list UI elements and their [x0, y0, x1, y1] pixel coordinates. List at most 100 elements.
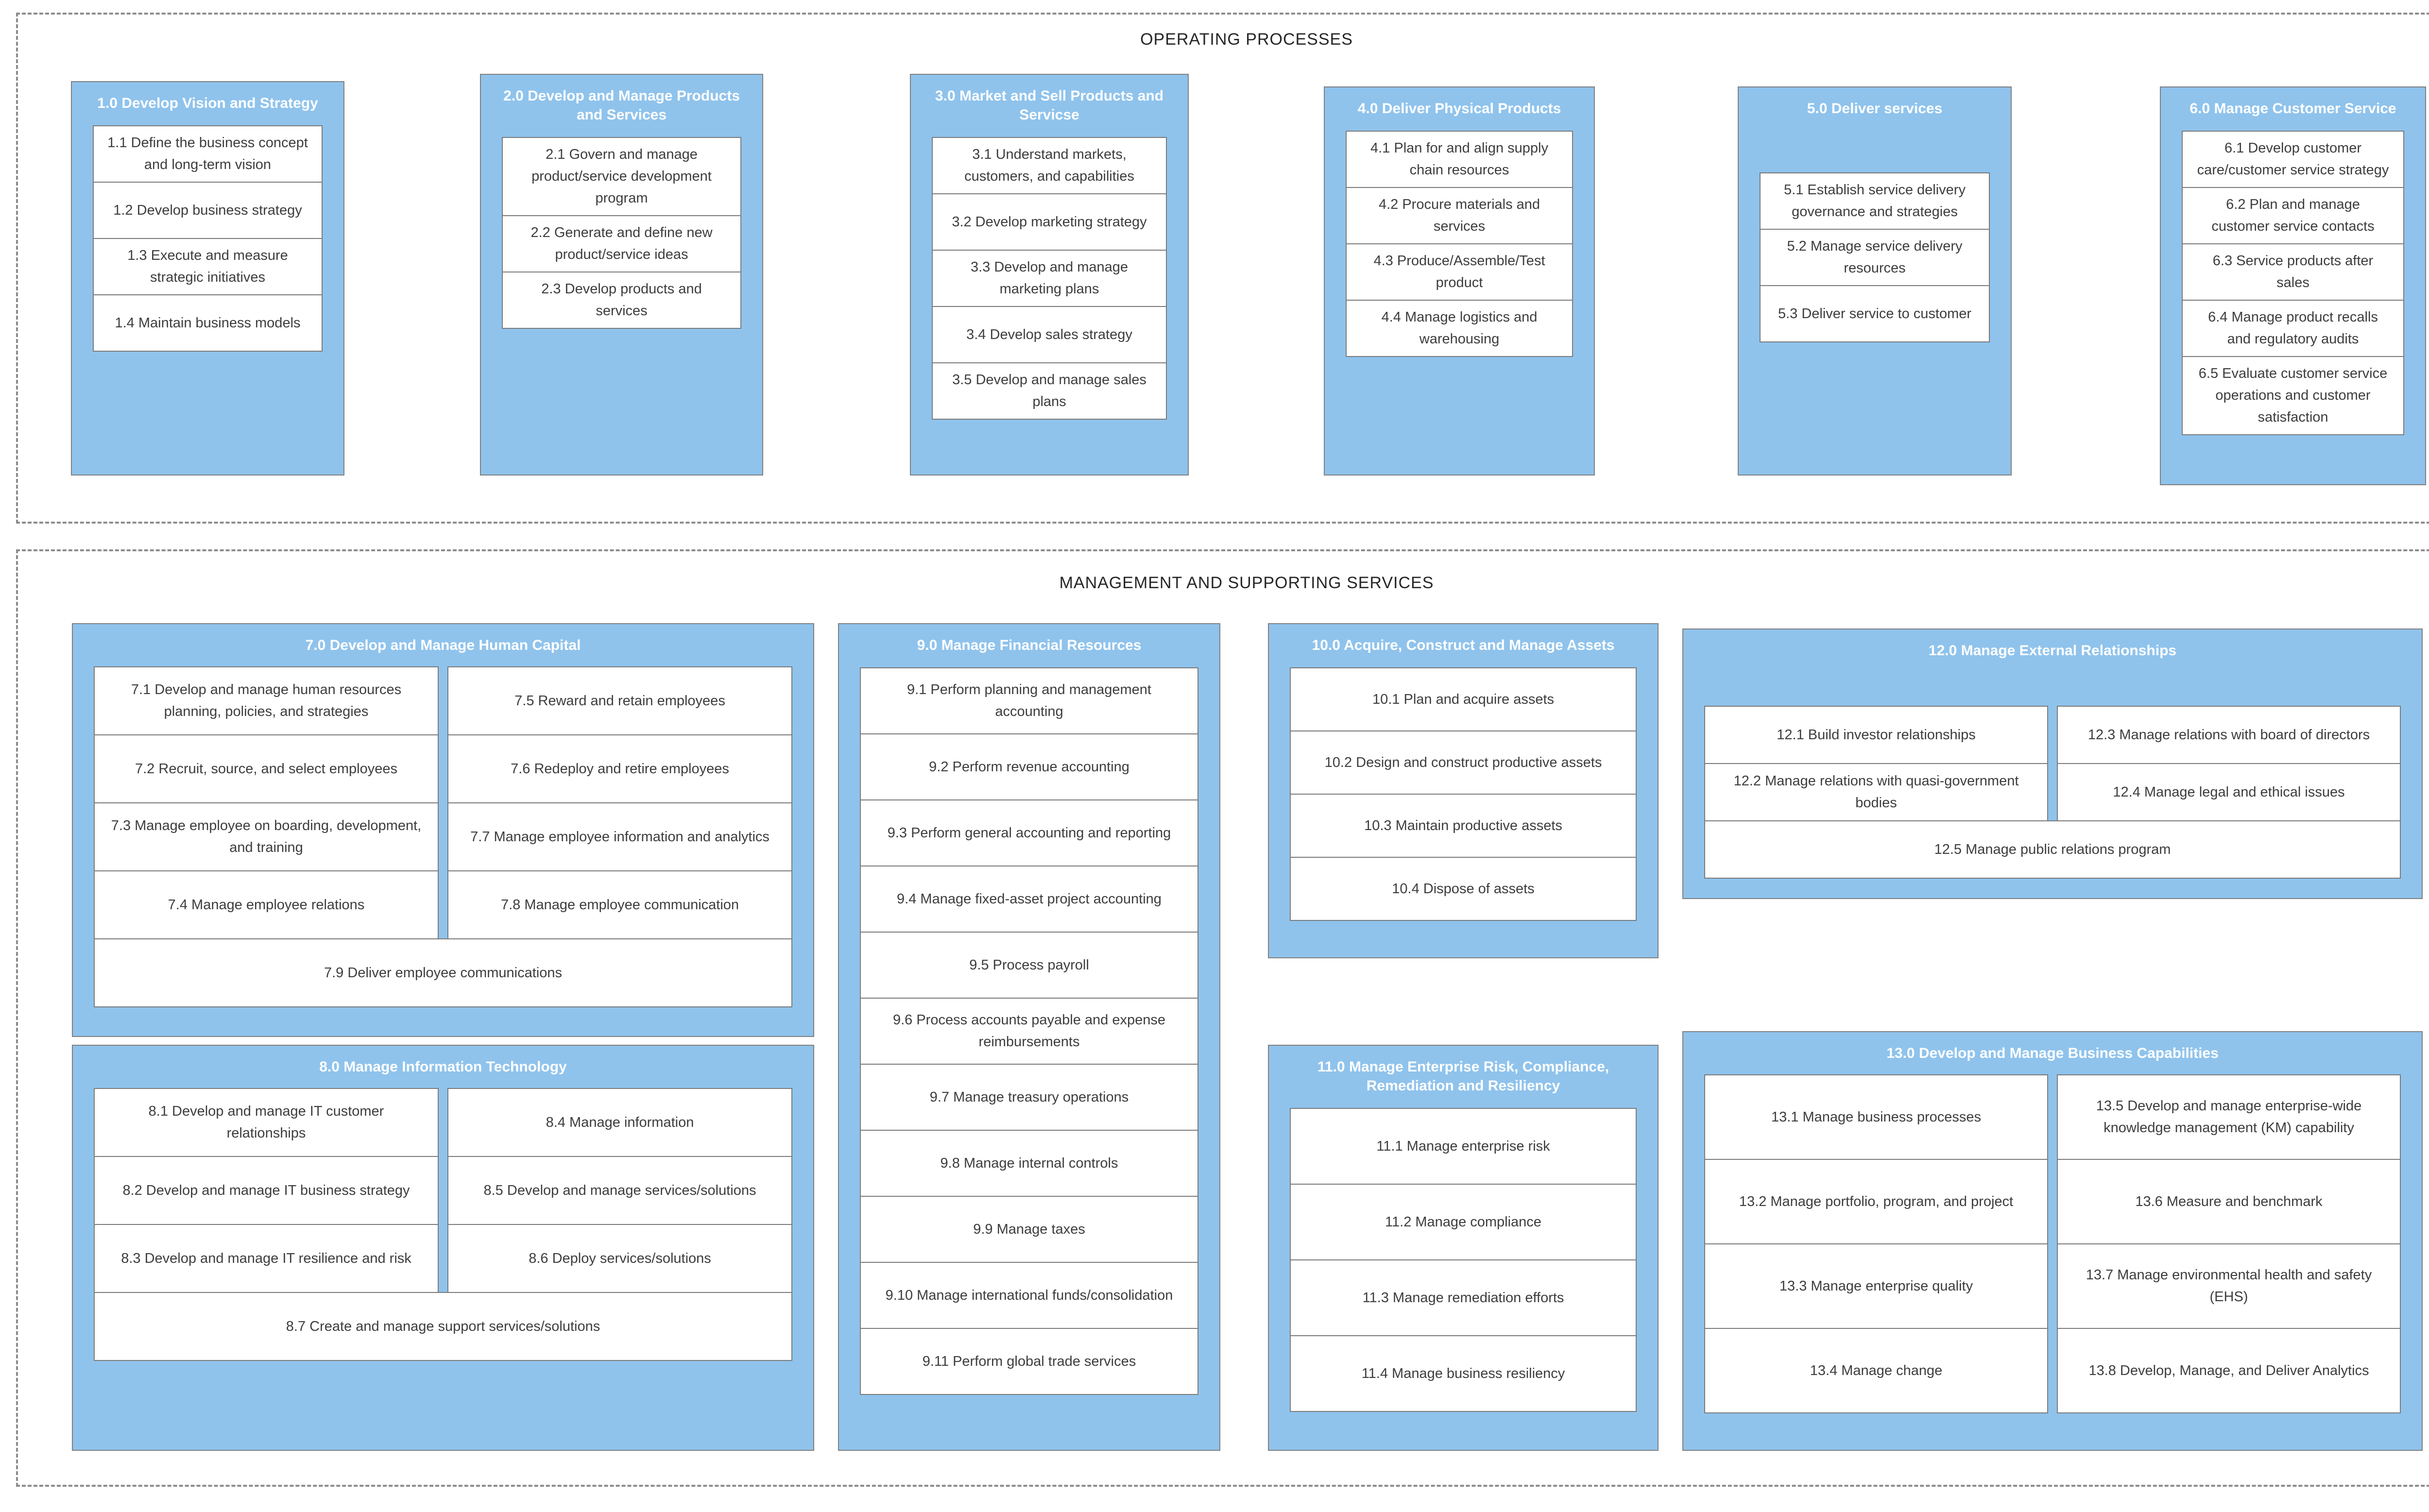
process-item: 7.2 Recruit, source, and select employee… — [94, 734, 439, 803]
process-item: 10.3 Maintain productive assets — [1290, 794, 1637, 858]
section-title: OPERATING PROCESSES — [1140, 30, 1353, 49]
process-item: 5.1 Establish service delivery governanc… — [1760, 172, 1990, 230]
process-box-title: 2.0 Develop and Manage Products and Serv… — [503, 88, 740, 123]
process-item-list: 10.1 Plan and acquire assets 10.2 Design… — [1290, 667, 1637, 921]
process-item-grid: 13.1 Manage business processes 13.5 Deve… — [1704, 1074, 2401, 1413]
process-item: 3.3 Develop and manage marketing plans — [932, 250, 1167, 307]
management-supporting-section: MANAGEMENT AND SUPPORTING SERVICES 7.0 D… — [16, 549, 2429, 1487]
process-box-title: 1.0 Develop Vision and Strategy — [97, 95, 318, 111]
process-item: 12.5 Manage public relations program — [1704, 820, 2401, 879]
process-item: 2.3 Develop products and services — [502, 271, 741, 329]
process-item: 8.6 Deploy services/solutions — [447, 1224, 792, 1293]
process-item: 4.3 Produce/Assemble/Test product — [1346, 243, 1573, 301]
process-item: 7.9 Deliver employee communications — [94, 938, 792, 1007]
process-item: 1.2 Develop business strategy — [93, 182, 323, 239]
process-item: 5.2 Manage service delivery resources — [1760, 229, 1990, 286]
process-item: 5.3 Deliver service to customer — [1760, 285, 1990, 342]
process-item-list: 3.1 Understand markets, customers, and c… — [932, 137, 1167, 420]
process-box-title: 11.0 Manage Enterprise Risk, Compliance,… — [1317, 1059, 1609, 1094]
process-item: 10.2 Design and construct productive ass… — [1290, 731, 1637, 795]
process-item: 12.3 Manage relations with board of dire… — [2057, 706, 2401, 764]
process-item: 8.7 Create and manage support services/s… — [94, 1292, 792, 1361]
process-box-title: 9.0 Manage Financial Resources — [917, 637, 1142, 653]
process-box-title: 6.0 Manage Customer Service — [2190, 101, 2396, 117]
process-item: 2.2 Generate and define new product/serv… — [502, 215, 741, 272]
process-item: 7.5 Reward and retain employees — [447, 666, 792, 735]
process-item: 12.4 Manage legal and ethical issues — [2057, 763, 2401, 821]
process-box-7-0: 7.0 Develop and Manage Human Capital 7.1… — [72, 623, 814, 1037]
process-box-title: 4.0 Deliver Physical Products — [1357, 101, 1561, 117]
process-box-title: 13.0 Develop and Manage Business Capabil… — [1886, 1045, 2219, 1061]
process-box-11-0: 11.0 Manage Enterprise Risk, Compliance,… — [1268, 1045, 1659, 1451]
process-item: 10.4 Dispose of assets — [1290, 857, 1637, 921]
process-item: 11.1 Manage enterprise risk — [1290, 1108, 1637, 1185]
process-item: 4.4 Manage logistics and warehousing — [1346, 300, 1573, 357]
process-item: 9.2 Perform revenue accounting — [860, 733, 1198, 800]
process-item-grid: 12.1 Build investor relationships 12.3 M… — [1704, 706, 2401, 879]
process-item: 9.7 Manage treasury operations — [860, 1064, 1198, 1131]
process-item: 1.4 Maintain business models — [93, 294, 323, 352]
process-box-6-0: 6.0 Manage Customer Service 6.1 Develop … — [2160, 86, 2426, 485]
process-item: 13.5 Develop and manage enterprise-wide … — [2057, 1074, 2401, 1160]
process-item: 1.1 Define the business concept and long… — [93, 125, 323, 183]
process-item-grid: 8.1 Develop and manage IT customer relat… — [94, 1088, 792, 1361]
process-box-title: 8.0 Manage Information Technology — [319, 1059, 567, 1075]
process-item: 9.9 Manage taxes — [860, 1196, 1198, 1263]
process-item: 8.2 Develop and manage IT business strat… — [94, 1156, 439, 1225]
section-title: MANAGEMENT AND SUPPORTING SERVICES — [1059, 574, 1434, 592]
process-item: 3.1 Understand markets, customers, and c… — [932, 137, 1167, 194]
process-item: 8.4 Manage information — [447, 1088, 792, 1157]
process-item: 11.2 Manage compliance — [1290, 1184, 1637, 1260]
process-item: 13.2 Manage portfolio, program, and proj… — [1704, 1159, 2048, 1244]
process-item: 13.1 Manage business processes — [1704, 1074, 2048, 1160]
process-item: 13.4 Manage change — [1704, 1328, 2048, 1413]
process-item: 7.3 Manage employee on boarding, develop… — [94, 802, 439, 871]
process-item: 9.6 Process accounts payable and expense… — [860, 998, 1198, 1065]
process-box-title: 5.0 Deliver services — [1807, 101, 1943, 117]
process-item: 7.4 Manage employee relations — [94, 870, 439, 939]
process-box-title: 7.0 Develop and Manage Human Capital — [305, 637, 581, 653]
process-item: 7.7 Manage employee information and anal… — [447, 802, 792, 871]
process-item: 9.1 Perform planning and management acco… — [860, 667, 1198, 734]
process-box-title: 10.0 Acquire, Construct and Manage Asset… — [1312, 637, 1615, 653]
process-item-list: 2.1 Govern and manage product/service de… — [502, 137, 741, 329]
process-item: 13.7 Manage environmental health and saf… — [2057, 1243, 2401, 1329]
process-box-1-0: 1.0 Develop Vision and Strategy 1.1 Defi… — [71, 81, 344, 476]
process-item: 13.3 Manage enterprise quality — [1704, 1243, 2048, 1329]
process-box-12-0: 12.0 Manage External Relationships 12.1 … — [1682, 629, 2423, 899]
process-item: 6.2 Plan and manage customer service con… — [2182, 187, 2404, 244]
process-item-list: 11.1 Manage enterprise risk 11.2 Manage … — [1290, 1108, 1637, 1412]
process-item: 9.11 Perform global trade services — [860, 1328, 1198, 1395]
process-item-list: 5.1 Establish service delivery governanc… — [1760, 172, 1990, 342]
process-box-title: 12.0 Manage External Relationships — [1928, 643, 2177, 659]
process-box-title: 3.0 Market and Sell Products and Servics… — [935, 88, 1164, 123]
process-item: 9.10 Manage international funds/consolid… — [860, 1262, 1198, 1329]
process-item: 13.6 Measure and benchmark — [2057, 1159, 2401, 1244]
process-item: 6.1 Develop customer care/customer servi… — [2182, 131, 2404, 188]
process-item: 6.4 Manage product recalls and regulator… — [2182, 300, 2404, 357]
process-item: 6.5 Evaluate customer service operations… — [2182, 356, 2404, 435]
process-box-3-0: 3.0 Market and Sell Products and Servics… — [910, 74, 1189, 476]
process-item: 7.1 Develop and manage human resources p… — [94, 666, 439, 735]
process-item-list: 4.1 Plan for and align supply chain reso… — [1346, 131, 1573, 357]
process-item-list: 6.1 Develop customer care/customer servi… — [2182, 131, 2404, 435]
process-item: 9.3 Perform general accounting and repor… — [860, 799, 1198, 866]
process-item: 4.2 Procure materials and services — [1346, 187, 1573, 244]
process-item: 11.3 Manage remediation efforts — [1290, 1259, 1637, 1336]
process-box-4-0: 4.0 Deliver Physical Products 4.1 Plan f… — [1324, 86, 1595, 476]
process-item: 2.1 Govern and manage product/service de… — [502, 137, 741, 216]
process-item: 9.5 Process payroll — [860, 932, 1198, 999]
process-item: 3.2 Develop marketing strategy — [932, 193, 1167, 251]
process-box-2-0: 2.0 Develop and Manage Products and Serv… — [480, 74, 763, 476]
process-item: 6.3 Service products after sales — [2182, 243, 2404, 301]
process-item-grid: 7.1 Develop and manage human resources p… — [94, 666, 792, 1007]
process-item: 4.1 Plan for and align supply chain reso… — [1346, 131, 1573, 188]
process-item: 12.2 Manage relations with quasi-governm… — [1704, 763, 2048, 821]
process-item: 9.4 Manage fixed-asset project accountin… — [860, 866, 1198, 933]
process-item-list: 9.1 Perform planning and management acco… — [860, 667, 1198, 1395]
process-item: 13.8 Develop, Manage, and Deliver Analyt… — [2057, 1328, 2401, 1413]
process-box-5-0: 5.0 Deliver services 5.1 Establish servi… — [1738, 86, 2012, 476]
process-box-13-0: 13.0 Develop and Manage Business Capabil… — [1682, 1031, 2423, 1451]
process-item: 1.3 Execute and measure strategic initia… — [93, 238, 323, 295]
process-item: 10.1 Plan and acquire assets — [1290, 667, 1637, 731]
